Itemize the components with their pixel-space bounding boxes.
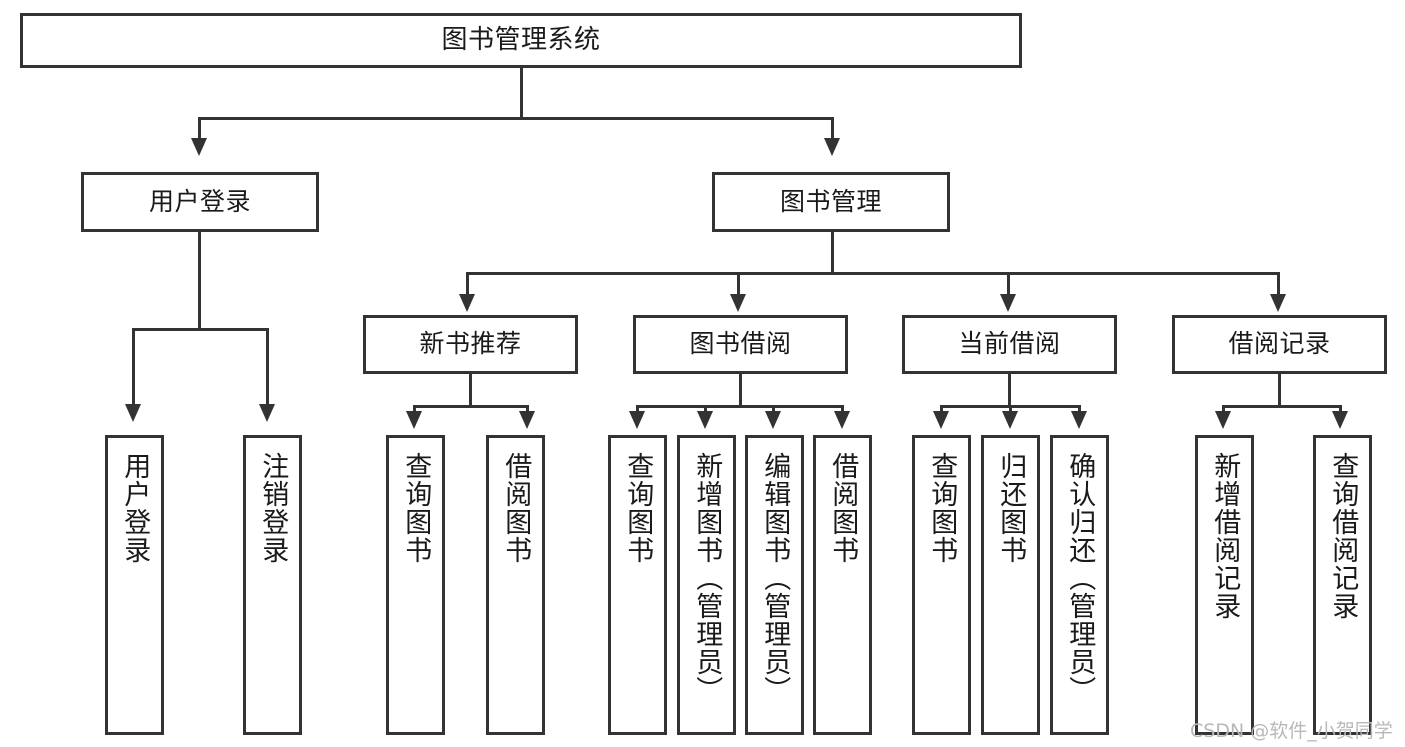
arrowhead-user-login-leaf-2 [259, 404, 275, 422]
arrowhead-cb-leaf-1 [933, 411, 949, 429]
connector-br-stem [1278, 374, 1281, 408]
node-label: 当前借阅 [958, 329, 1061, 359]
leaf-br-query-record[interactable]: 查询借阅记录 [1313, 435, 1372, 735]
node-label: 图书管理系统 [441, 24, 601, 55]
arrowhead-to-borrow-record [1270, 294, 1286, 312]
node-borrow-record[interactable]: 借阅记录 [1172, 315, 1387, 374]
arrowhead-cb-leaf-3 [1071, 411, 1087, 429]
node-label: 查询图书 [926, 452, 958, 564]
connector-user-login-stem [198, 232, 201, 331]
leaf-bb-borrow-book[interactable]: 借阅图书 [813, 435, 872, 735]
connector-bm-drop-3 [1007, 272, 1010, 296]
node-label: 用户登录 [148, 186, 251, 216]
node-label: 图书管理 [779, 186, 882, 216]
leaf-cb-confirm-return-admin[interactable]: 确认归还（管理员） [1050, 435, 1109, 735]
connector-bm-drop-2 [737, 272, 740, 296]
connector-cb-drop-1 [940, 405, 943, 413]
arrowhead-to-new-book [459, 294, 475, 312]
connector-cb-stem [1008, 374, 1011, 408]
node-label: 借阅记录 [1228, 329, 1331, 359]
connector-cb-drop-3 [1078, 405, 1081, 413]
arrowhead-br-leaf-2 [1332, 411, 1348, 429]
arrowhead-bb-leaf-1 [629, 411, 645, 429]
arrowhead-to-book-borrow [730, 294, 746, 312]
node-label: 图书借阅 [689, 329, 792, 359]
leaf-bb-edit-book-admin[interactable]: 编辑图书（管理员） [745, 435, 804, 735]
node-label: 查询图书 [400, 452, 432, 564]
connector-root-drop-2 [831, 117, 834, 140]
node-label: 借阅图书 [500, 452, 532, 564]
node-label: 归还图书 [995, 452, 1027, 564]
connector-root-drop-1 [198, 117, 201, 140]
arrowhead-nbr-leaf-1 [406, 411, 422, 429]
connector-br-bus [1222, 405, 1342, 408]
node-label: 借阅图书 [827, 452, 859, 564]
connector-user-login-drop-2 [266, 328, 269, 406]
connector-bb-drop-1 [636, 405, 639, 413]
leaf-user-login-signin[interactable]: 用户登录 [105, 435, 164, 735]
csdn-watermark: CSDN @软件_小贺同学 [1190, 720, 1393, 742]
connector-cb-drop-2 [1009, 405, 1012, 413]
connector-nbr-stem [469, 374, 472, 408]
arrowhead-to-book-manage [824, 138, 840, 156]
node-current-borrow[interactable]: 当前借阅 [902, 315, 1117, 374]
arrowhead-br-leaf-1 [1215, 411, 1231, 429]
leaf-bb-query-book[interactable]: 查询图书 [608, 435, 667, 735]
leaf-bb-add-book-admin[interactable]: 新增图书（管理员） [677, 435, 736, 735]
connector-user-login-bus [132, 328, 269, 331]
connector-bb-stem [739, 374, 742, 408]
connector-bb-drop-4 [841, 405, 844, 413]
connector-nbr-drop-1 [413, 405, 416, 413]
connector-root-bus [198, 117, 834, 120]
arrowhead-bb-leaf-3 [765, 411, 781, 429]
arrowhead-bb-leaf-2 [697, 411, 713, 429]
connector-nbr-bus [413, 405, 529, 408]
node-label: 注销登录 [257, 452, 289, 564]
connector-br-drop-2 [1339, 405, 1342, 413]
connector-br-drop-1 [1222, 405, 1225, 413]
node-label: 编辑图书（管理员） [759, 452, 791, 704]
node-root-system[interactable]: 图书管理系统 [20, 13, 1022, 68]
arrowhead-bb-leaf-4 [834, 411, 850, 429]
arrowhead-to-current-borrow [1000, 294, 1016, 312]
node-label: 新增图书（管理员） [691, 452, 723, 704]
node-label: 查询图书 [622, 452, 654, 564]
leaf-br-add-record[interactable]: 新增借阅记录 [1195, 435, 1254, 735]
leaf-nbr-borrow-book[interactable]: 借阅图书 [486, 435, 545, 735]
connector-book-manage-stem [831, 232, 834, 274]
connector-nbr-drop-2 [526, 405, 529, 413]
arrowhead-to-user-login [191, 138, 207, 156]
connector-bm-drop-1 [466, 272, 469, 296]
connector-book-manage-bus [466, 272, 1278, 275]
node-label: 新增借阅记录 [1209, 452, 1241, 620]
arrowhead-cb-leaf-2 [1002, 411, 1018, 429]
node-label: 查询借阅记录 [1327, 452, 1359, 620]
arrowhead-nbr-leaf-2 [519, 411, 535, 429]
node-label: 新书推荐 [419, 329, 522, 359]
connector-bb-drop-3 [772, 405, 775, 413]
connector-bb-bus [636, 405, 844, 408]
connector-user-login-drop-1 [132, 328, 135, 406]
node-book-management[interactable]: 图书管理 [712, 172, 950, 232]
connector-bm-drop-4 [1277, 272, 1280, 296]
leaf-cb-return-book[interactable]: 归还图书 [981, 435, 1040, 735]
node-label: 确认归还（管理员） [1064, 452, 1096, 704]
arrowhead-user-login-leaf-1 [125, 404, 141, 422]
node-new-book-recommend[interactable]: 新书推荐 [363, 315, 578, 374]
connector-root-stem [520, 68, 523, 119]
node-label: 用户登录 [119, 452, 151, 564]
leaf-cb-query-book[interactable]: 查询图书 [912, 435, 971, 735]
node-user-login[interactable]: 用户登录 [81, 172, 319, 232]
node-book-borrow[interactable]: 图书借阅 [633, 315, 848, 374]
connector-bb-drop-2 [704, 405, 707, 413]
leaf-nbr-query-book[interactable]: 查询图书 [386, 435, 445, 735]
leaf-user-login-signout[interactable]: 注销登录 [243, 435, 302, 735]
